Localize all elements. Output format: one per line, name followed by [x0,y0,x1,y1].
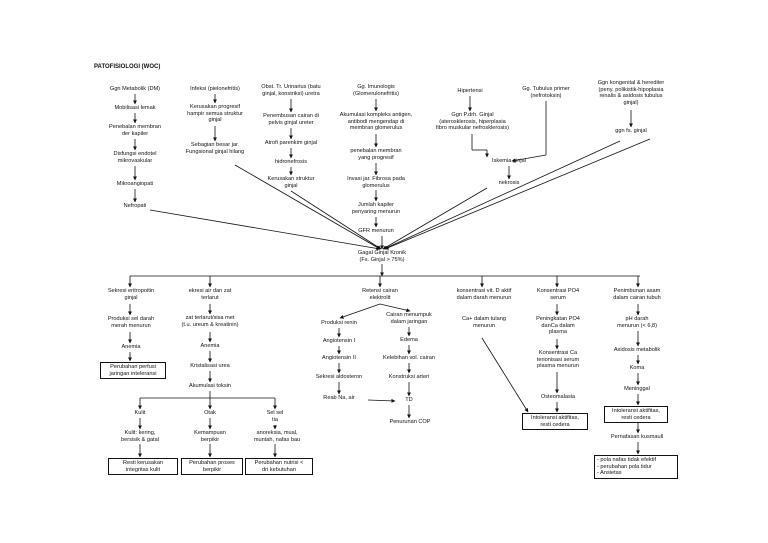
node-sekresi-eritropoitin: Sekresi eritropoitin ginjal [107,288,155,301]
diagnosis-nutrisi: Perubahan nutrisi < dri kebutuhan [245,458,313,476]
node-invasi-fibrosa: Invasi jar. Fibrosa pada glomerulus [347,176,405,189]
node-akumulasi-kompleks: Akumulasi kompleks antigen, antibodi men… [339,112,413,132]
node-zat-terlarut: zat terlarut/sisa met (t.u. ureum & krea… [181,315,239,328]
node-kulit: Kulit [134,410,146,416]
node-mikroangiopati: Mikroangiopati [116,181,154,187]
node-penebalan-membran: penebalan membran yang progresif [350,148,402,161]
node-iskemia: Iskemia ginjal [492,158,526,164]
node-mobilisasi-lemak: Mobilisasi lemak [114,105,156,111]
node-meninggal: Meninggal [624,386,650,392]
node-ggn-kongenital: Ggn kongenital & herediter (peny. poliki… [597,80,665,106]
node-penimbunan-asam: Penimbunan asam dalam cairan tubuh [613,288,661,301]
node-gg-imunologis: Gg. Imunologis (Glomerulonefritis) [352,84,399,97]
connector-arrow [149,209,381,251]
node-retensi-cairan: Retensi cairan elektrolit [362,288,398,301]
node-produksi-sel-darah: Produksi sel darah merah menurun [107,316,155,329]
node-disfungsi-endotel: Disfungsi endotel mikrovaskular [113,151,157,164]
node-kulit-kering: Kulit: kering, bersisik & gatal [121,430,159,443]
node-konstruksi-arteri: Konstruksi arteri [388,374,430,380]
node-ph-darah: pH darah menurun (< 6,8) [617,316,657,329]
connector-arrow [339,303,381,319]
node-gagal-ginjal-kronik: Gagal Ginjal Kronik (Fs. Ginjal > 75%) [357,250,407,263]
node-edema: Edema [400,337,418,343]
node-kelebihan-volume: Kelebihan vol. cairan [383,355,435,361]
node-produksi-renin: Produksi renin [321,320,357,326]
node-reab-na-air: Reab Na, air [323,395,355,401]
node-ggn-pdrh-ginjal: Ggn P.drh. Ginjal (aterosklerosis, hiper… [435,112,510,132]
node-ggn-metabolik: Ggn Metabolik (DM) [109,86,161,92]
node-osteomalasia: Osteomalasia [540,394,576,400]
diagnosis-pola-nafas: - pola nafas tidak efektif - perubahan p… [594,455,678,479]
node-gg-tubulus: Gg. Tubulus primer (nefrotoksin) [522,86,570,99]
connector-arrow [382,187,488,250]
node-cairan-menumpuk: Cairan menumpuk dalam jaringan [386,312,432,325]
diagnosis-resti-cedera: Intoleransi aktifitas, resti cedera [522,413,588,431]
node-otak: Otak [204,410,216,416]
node-kristalisasi-urea: Kristalisasi urea [190,363,230,369]
node-obstruksi: Obst. Tr. Urinarius (batu ginjal, konstr… [261,84,321,97]
connector-arrow [379,303,411,313]
diagnosis-intoleransi-aktifitas: Intoleransi aktifitas, resti cedera [604,406,668,424]
diagnosis-integritas-kulit: Resti kerusakan integritas kulit [108,458,178,476]
node-td: TD [405,397,413,403]
node-akumulasi-toksin: Akumulasi toksin [189,383,231,389]
node-jar-fungsional-hilang: Sebagian besar jar. Fungsional ginjal hi… [185,142,245,155]
connector-arrow [234,164,381,250]
node-kerusakan-progresif: Kerusakan progresif hampir semua struktu… [187,104,243,124]
connector-arrow [481,337,529,413]
connector-arrow [384,138,651,250]
node-konsentrasi-po4: Konsentrasi PO4 serum [536,288,580,301]
node-anoreksia: anoreksia, mual, muntah, nafas bau [253,430,301,443]
node-sekresi-aldosteron: Sekresi aldosteron [315,374,363,380]
connector-arrow [511,154,547,163]
diagnosis-proses-berpikir: Perubahan proses berpikir [181,458,243,476]
node-gfr-menurun: GFR menurun [358,228,394,234]
node-angiotensin-2: Angiotensin II [322,355,356,361]
node-anemia-1: Anemia [121,344,141,350]
node-kemampuan-berpikir: Kemampuan berpikir [194,430,226,443]
node-hidronefrosis: hidronefrosis [274,159,308,165]
diagnosis-perfusi: Perubahan perfusi jaringan inteleransi [100,362,166,380]
node-kerusakan-struktur: Kerusakan struktur ginjal [267,176,315,189]
node-nekrosis: nekrosis [498,180,520,186]
node-peningkatan-po4: Peningkatan PO4 danCa dalam plasma [536,316,580,336]
node-sel-sel: Sel sel tia [266,410,284,423]
node-vit-d: konsentrasi vit. D aktif dalam darah men… [456,288,512,301]
node-nefropati: Nefropati [123,203,147,209]
node-jumlah-kapiler: Jumlah kapiler penyaring menurun [351,202,401,215]
node-angiotensin-1: Angiotensin I [322,338,356,344]
connector-arrow [367,398,396,403]
node-penebalan-membran-kapiler: Penebalan membran der kapiler [109,124,161,137]
diagram-title: PATOFISIOLOGI (WOC) [94,64,161,70]
node-hipertensi: Hipertensi [457,88,483,94]
node-konsentrasi-ca: Konsentrasi Ca terionisasi serum plasma … [536,350,580,370]
node-ggn-fs-ginjal: ggn fs. ginjal [615,128,647,134]
node-penurunan-cop: Penurunan COP [389,419,431,425]
node-koma: Koma [629,365,645,371]
node-pernafasan-kusmaull: Pernafasan kusmaull [610,434,664,440]
node-atrofi-parenkim: Atrofi parenkim ginjal [264,140,318,146]
connector-arrow [290,190,382,250]
node-ekresi-air: ekresi air dan zat terlarut [188,288,232,301]
node-ca-tulang: Ca+ dalam tulang menurun [461,316,506,329]
node-infeksi: Infeksi (pielonefritis) [190,86,240,92]
node-asidosis-metabolik: Asidosis metabolik [613,347,661,353]
connector-arrow [383,140,621,250]
node-anemia-2: Anemia [200,343,220,349]
node-penembusan-cairan: Penembusan cairan di pelvis ginjal urete… [263,113,319,126]
